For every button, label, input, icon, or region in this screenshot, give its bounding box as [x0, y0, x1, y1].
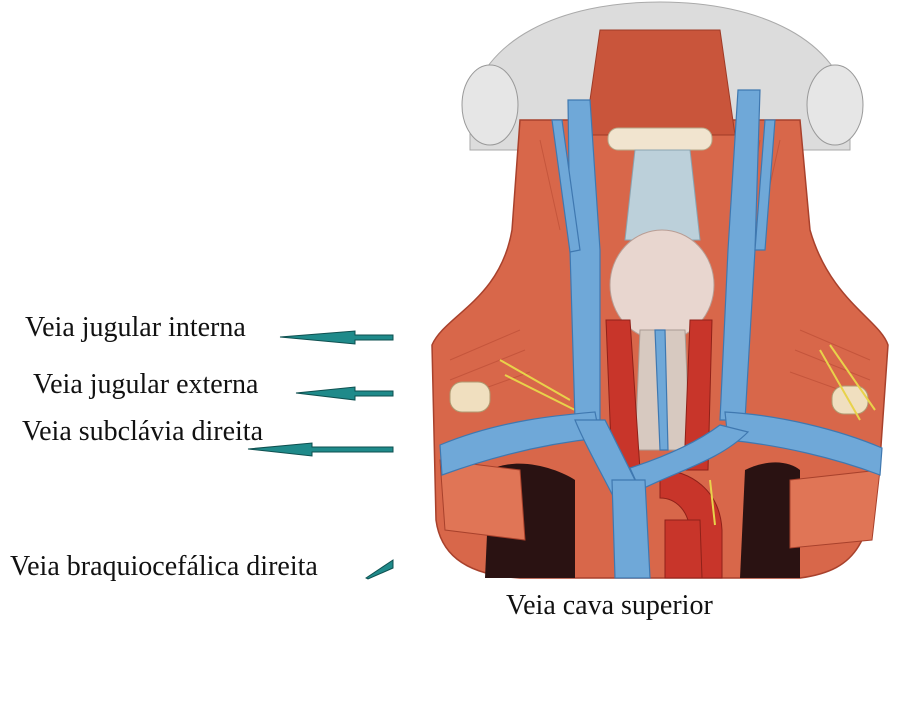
larynx	[624, 149, 701, 241]
right-ear	[806, 64, 864, 146]
right-external-jugular-vein	[754, 119, 776, 251]
label-internal-jugular-vein: Veia jugular interna	[25, 312, 246, 343]
veins	[439, 89, 883, 579]
nerves	[499, 344, 876, 526]
right-pectoral-muscle	[789, 469, 881, 549]
left-external-jugular-vein	[551, 119, 581, 253]
superior-vena-cava	[611, 479, 651, 579]
right-clavicle	[831, 385, 869, 415]
label-subclavian-vein: Veia subclávia direita	[22, 416, 264, 447]
left-clavicle	[449, 381, 491, 413]
right-subclavian-vein	[724, 411, 883, 476]
thoracic-cavity-right	[740, 462, 800, 578]
hyoid-bone	[607, 127, 713, 151]
label-external-jugular-vein: Veia jugular externa	[33, 369, 259, 400]
left-pectoral-muscle	[439, 459, 526, 541]
hyoid-muscles	[584, 29, 736, 136]
label-superior-vena-cava: Veia cava superior	[506, 590, 713, 621]
left-ear	[461, 64, 519, 146]
arteries	[605, 319, 723, 579]
label-brachiocephalic-vein: Veia braquiocefálica direita	[10, 551, 318, 582]
